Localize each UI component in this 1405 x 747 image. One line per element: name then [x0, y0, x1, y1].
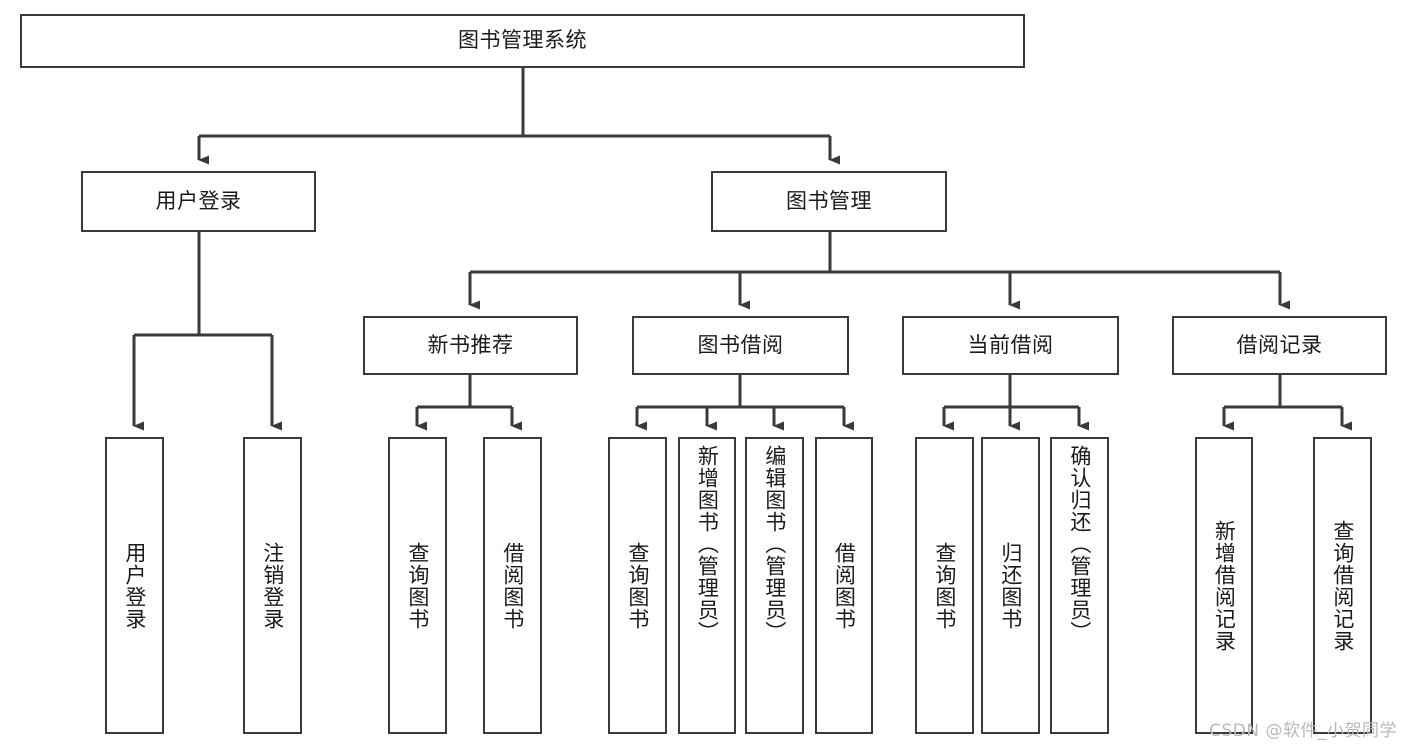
node-leaf-borrow-book-recommend[interactable]: 借阅图书: [483, 437, 542, 734]
node-current-borrow-label: 当前借阅: [967, 332, 1054, 357]
node-leaf-return-book-label: 归还图书: [998, 541, 1023, 630]
node-leaf-query-borrow-record-label: 查询借阅记录: [1330, 519, 1355, 652]
node-leaf-borrow-book-label: 借阅图书: [832, 541, 857, 630]
node-book-management-label: 图书管理: [786, 188, 872, 213]
node-leaf-add-borrow-record[interactable]: 新增借阅记录: [1195, 437, 1253, 734]
node-leaf-query-book-current-label: 查询图书: [932, 541, 957, 630]
node-leaf-query-borrow-record[interactable]: 查询借阅记录: [1313, 437, 1372, 734]
node-book-management[interactable]: 图书管理: [711, 171, 947, 232]
node-current-borrow[interactable]: 当前借阅: [902, 316, 1119, 375]
node-leaf-add-book[interactable]: 新增图书（管理员）: [678, 437, 736, 734]
node-borrow-record[interactable]: 借阅记录: [1172, 316, 1387, 375]
node-leaf-user-login[interactable]: 用户登录: [105, 437, 164, 734]
node-leaf-confirm-return[interactable]: 确认归还（管理员）: [1050, 437, 1109, 734]
node-user-login[interactable]: 用户登录: [81, 171, 316, 232]
node-leaf-user-logout[interactable]: 注销登录: [243, 437, 302, 734]
node-leaf-return-book[interactable]: 归还图书: [981, 437, 1040, 734]
node-leaf-edit-book[interactable]: 编辑图书（管理员）: [745, 437, 804, 734]
node-leaf-query-book-current[interactable]: 查询图书: [915, 437, 974, 734]
node-new-book-recommend[interactable]: 新书推荐: [363, 316, 578, 375]
node-leaf-confirm-return-label: 确认归还（管理员）: [1067, 445, 1092, 643]
node-leaf-borrow-book[interactable]: 借阅图书: [815, 437, 873, 734]
node-leaf-query-book-recommend[interactable]: 查询图书: [388, 437, 447, 734]
node-book-borrow[interactable]: 图书借阅: [632, 316, 849, 375]
node-borrow-record-label: 借阅记录: [1236, 332, 1323, 357]
node-root-label: 图书管理系统: [458, 28, 587, 53]
node-leaf-borrow-book-recommend-label: 借阅图书: [500, 541, 525, 630]
node-leaf-query-book-borrow-label: 查询图书: [625, 541, 650, 630]
node-leaf-add-book-label: 新增图书（管理员）: [695, 445, 720, 643]
node-user-login-label: 用户登录: [155, 188, 242, 213]
node-root[interactable]: 图书管理系统: [20, 14, 1025, 68]
node-new-book-recommend-label: 新书推荐: [427, 332, 514, 357]
node-leaf-user-logout-label: 注销登录: [260, 541, 285, 630]
node-leaf-add-borrow-record-label: 新增借阅记录: [1212, 519, 1237, 652]
node-leaf-user-login-label: 用户登录: [122, 541, 147, 630]
node-leaf-query-book-recommend-label: 查询图书: [405, 541, 430, 630]
node-book-borrow-label: 图书借阅: [697, 332, 784, 357]
node-leaf-edit-book-label: 编辑图书（管理员）: [762, 445, 787, 643]
node-leaf-query-book-borrow[interactable]: 查询图书: [608, 437, 667, 734]
